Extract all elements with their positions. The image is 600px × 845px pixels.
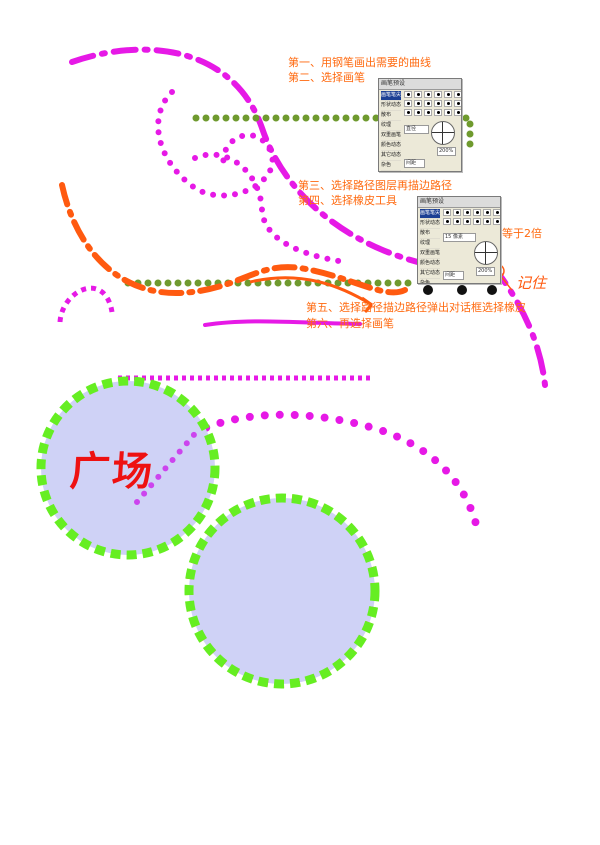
step-3-note: 第三、选择路径图层再描边路径 [298, 179, 452, 192]
magenta-dotted-loop [155, 89, 276, 199]
diameter-field[interactable]: 直径 [404, 125, 429, 134]
violet-dotted-diagonal [134, 427, 201, 505]
brush-option-item[interactable]: 散布 [420, 229, 440, 239]
brush-option-item[interactable]: 形状动态 [381, 101, 401, 111]
orange-pointer-curve [249, 276, 373, 307]
remember-note: 记住 [516, 274, 547, 292]
spacing-field[interactable]: 200% [437, 147, 456, 156]
brush-option-item[interactable]: 双重画笔 [420, 249, 440, 259]
magenta-small-arc [57, 285, 115, 323]
brush-option-item[interactable]: 颜色动态 [420, 259, 440, 269]
olive-dotted-line-top [192, 114, 474, 154]
brush-option-item[interactable]: 其它动态 [420, 269, 440, 279]
panel-title: 画笔预设 [379, 79, 461, 90]
equal-two-times-note: 等于2倍 [502, 227, 542, 240]
brush-option-item[interactable]: 形状动态 [420, 219, 440, 229]
plaza-circle-2-border [184, 493, 380, 689]
brush-option-item[interactable]: 杂色 [381, 161, 401, 171]
brush-option-item[interactable]: 纹理 [420, 239, 440, 249]
brush-option-item[interactable]: 纹理 [381, 121, 401, 131]
magenta-dashdot-curve [69, 46, 478, 275]
orange-dashdot-curve [59, 182, 408, 297]
step-4-note: 第四、选择橡皮工具 [298, 194, 397, 207]
brush-option-item[interactable]: 散布 [381, 111, 401, 121]
black-dot [423, 285, 433, 295]
brush-tip-grid[interactable] [404, 91, 461, 116]
step-6-note: 第六、再选择画笔 [306, 317, 394, 330]
plaza-label: 广场 [68, 449, 156, 495]
step-1-note: 第一、用钢笔画出需要的曲线 [288, 56, 431, 69]
plaza-circle-1-border [36, 376, 220, 560]
step-2-note: 第二、选择画笔 [288, 71, 365, 84]
brush-option-item[interactable]: 双重画笔 [381, 131, 401, 141]
angle-roundness-control[interactable] [474, 241, 498, 265]
brush-tip-grid[interactable] [443, 209, 500, 225]
orange-pointer-head [361, 296, 374, 314]
angle-roundness-control[interactable] [431, 121, 455, 145]
diameter-field[interactable]: 15 像素 [443, 233, 476, 242]
plaza-circle-1 [41, 381, 215, 555]
step-5-note: 第五、选择路径描边路径弹出对话框选择橡皮 [306, 301, 526, 314]
magenta-dotted-wave [192, 151, 348, 265]
panel-title: 画笔预设 [418, 197, 500, 208]
spacing-checkbox-label[interactable]: 间距 [443, 271, 464, 280]
brush-option-item[interactable]: 杂色 [420, 279, 440, 283]
brush-option-item[interactable]: 颜色动态 [381, 141, 401, 151]
plaza-circle-2 [189, 498, 375, 684]
black-dot [487, 285, 497, 295]
spacing-field[interactable]: 200% [476, 267, 495, 276]
brush-option-item[interactable]: 其它动态 [381, 151, 401, 161]
magenta-dotted-arc-right [176, 410, 481, 532]
magenta-brush-stroke [203, 319, 362, 327]
spacing-checkbox-label[interactable]: 间距 [404, 159, 425, 168]
black-dot [457, 285, 467, 295]
